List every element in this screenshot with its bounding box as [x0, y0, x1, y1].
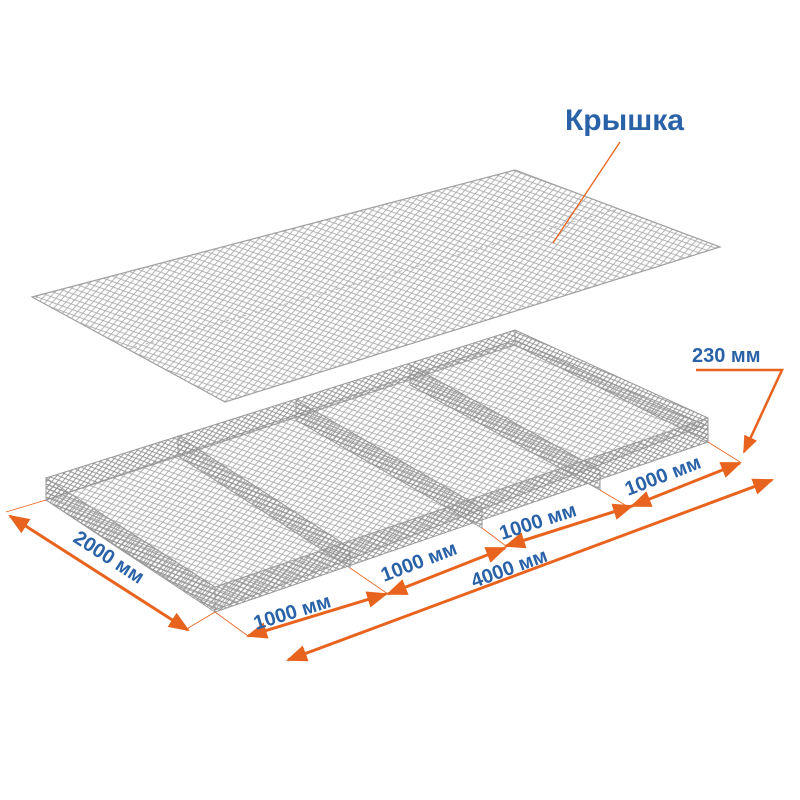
- lid-callout-line: [552, 141, 621, 244]
- section-1-label: 1000 мм: [251, 590, 334, 634]
- height-callout-line: [696, 368, 784, 454]
- length-label: 4000 мм: [468, 545, 550, 593]
- width-dimension-arrow: [8, 514, 190, 632]
- height-label: 230 мм: [692, 345, 761, 367]
- lid-mesh-panel: [30, 169, 722, 403]
- lid-label: Крышка: [565, 104, 684, 137]
- length-dimension-arrow: [286, 478, 774, 662]
- lid-fold-line: [127, 208, 619, 350]
